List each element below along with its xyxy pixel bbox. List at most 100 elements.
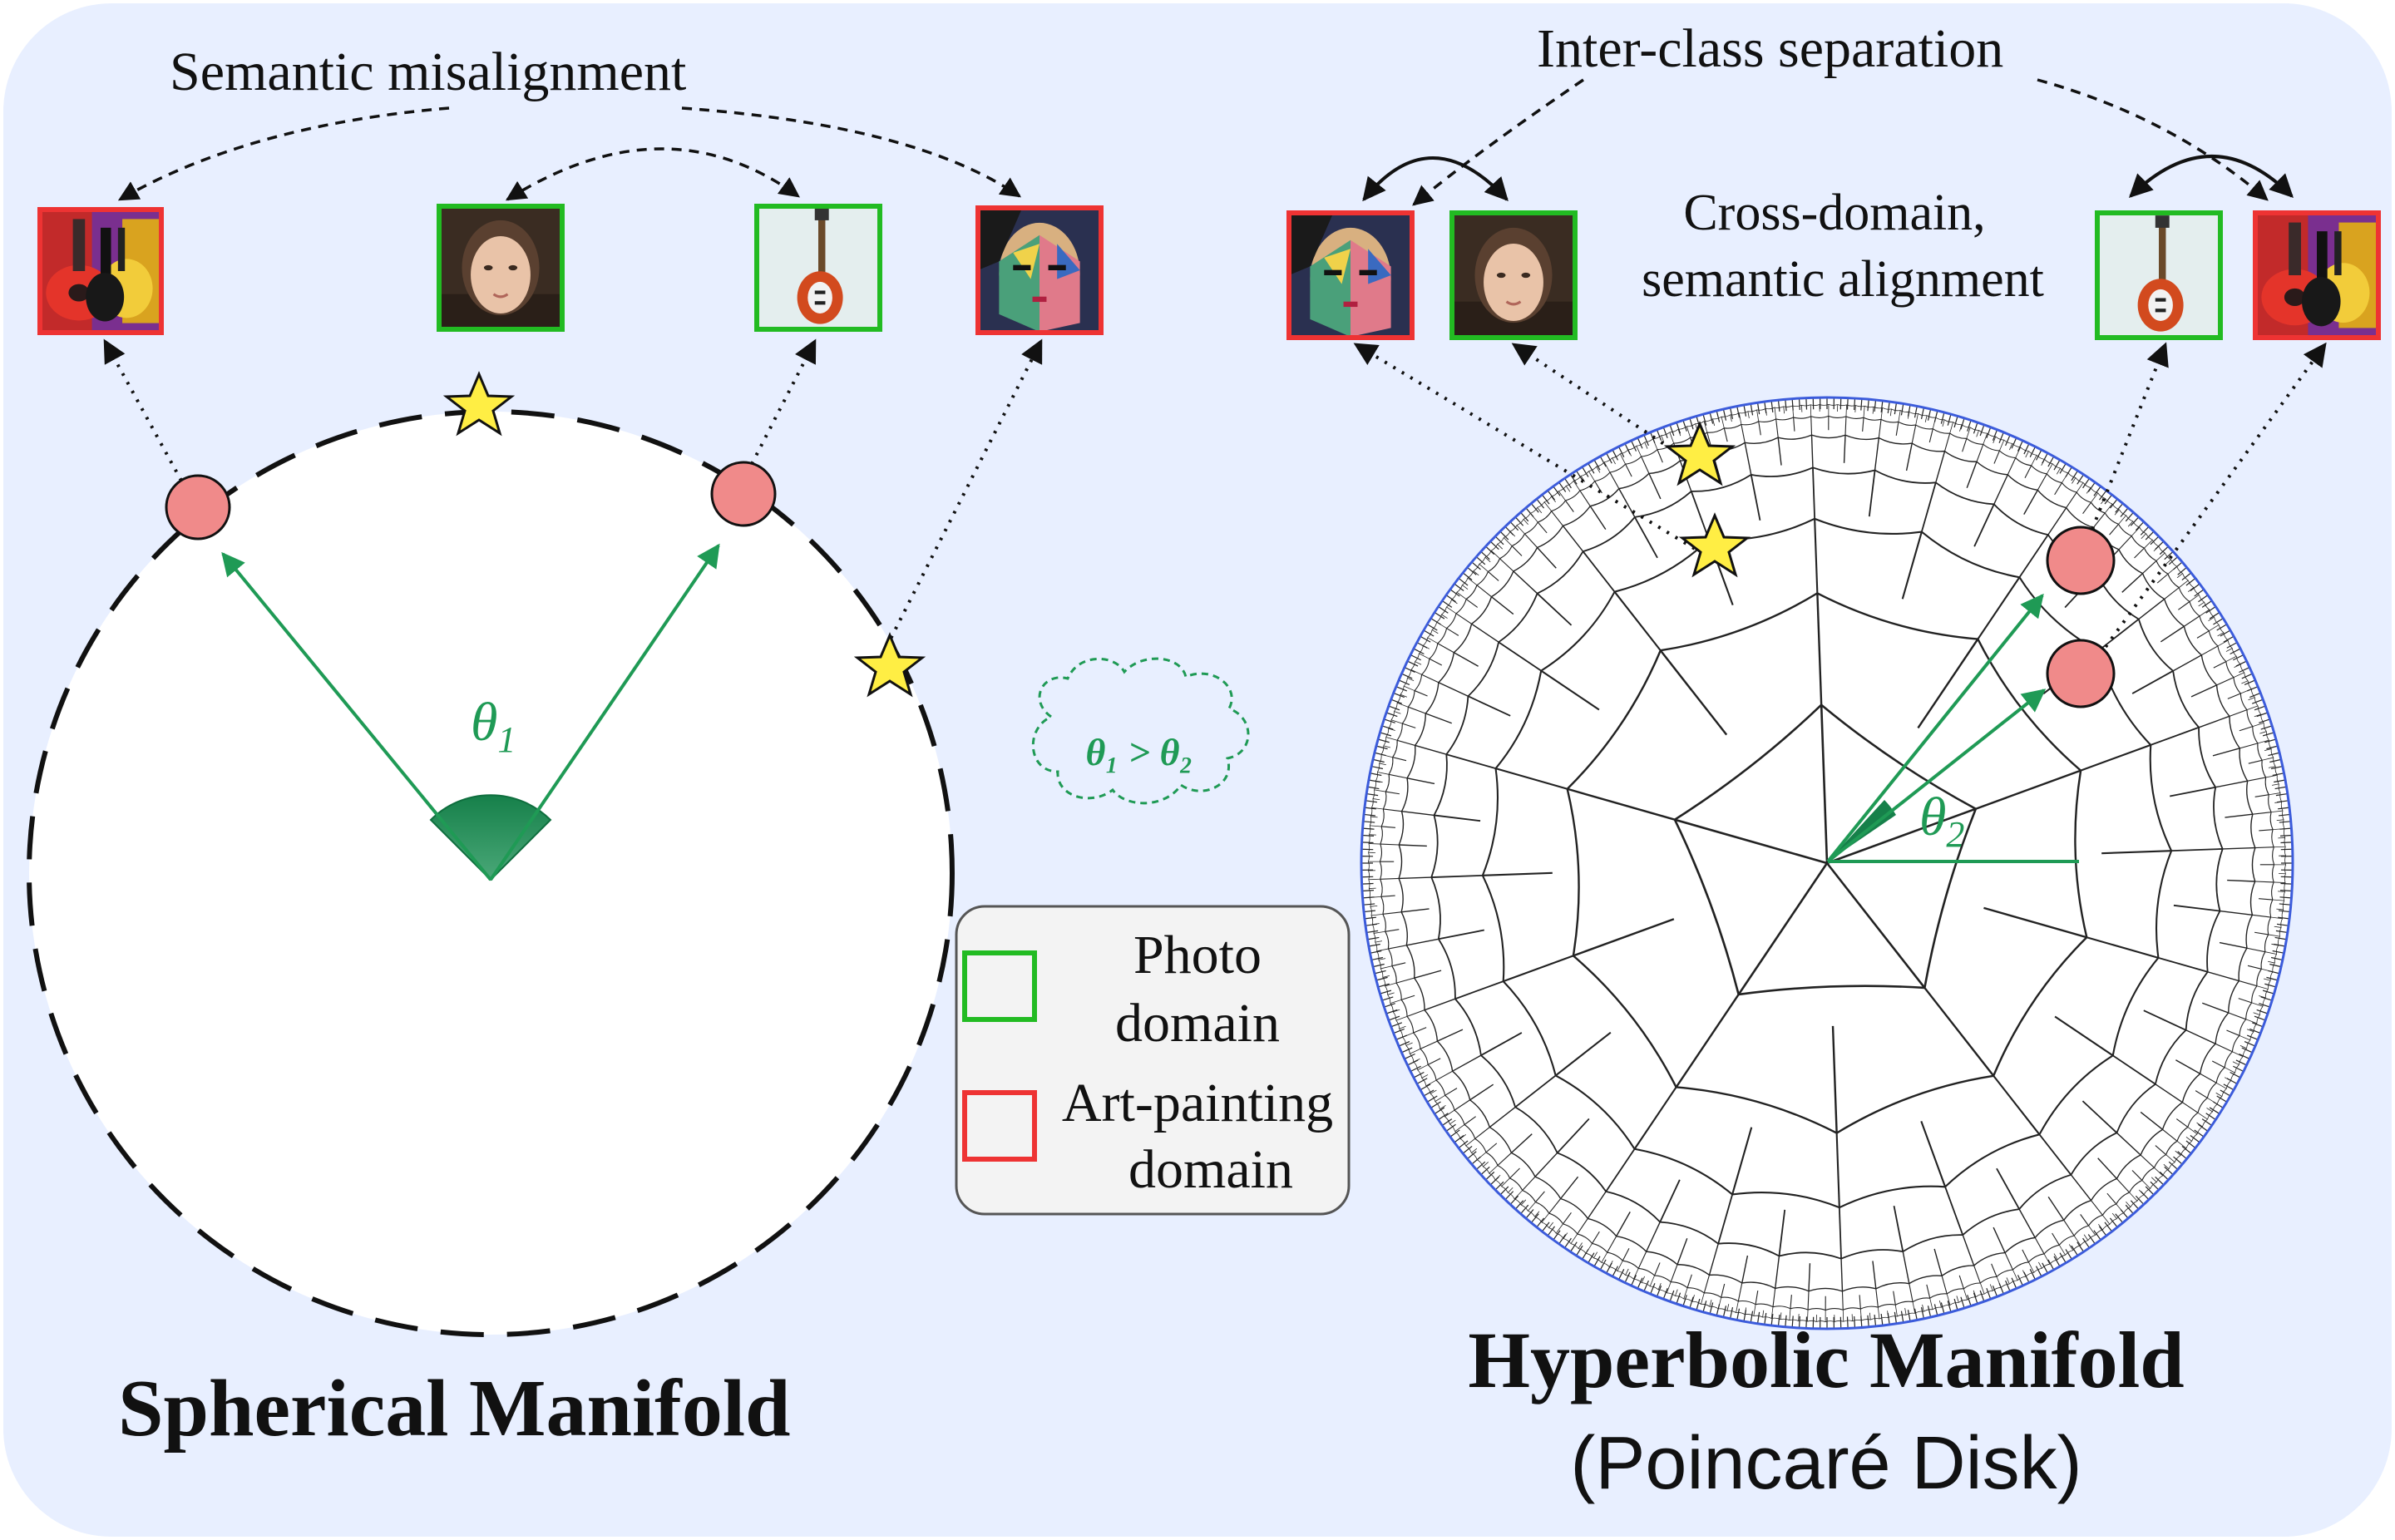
tiling-edge [1810, 415, 1830, 418]
tiling-edge [1434, 1107, 1445, 1114]
tiling-edge [2226, 1078, 2238, 1084]
tiling-edge [1576, 1245, 1583, 1256]
tiling-edge [1898, 410, 1901, 422]
tiling-edge [2220, 629, 2231, 637]
tiling-edge [1446, 613, 1457, 629]
tiling-edge [1807, 1307, 1826, 1311]
tiling-edge [1872, 407, 1874, 414]
tiling-edge [1603, 462, 1611, 473]
tiling-edge [1388, 705, 1400, 711]
tiling-edge [2007, 474, 2038, 491]
tiling-edge [2059, 1252, 2067, 1264]
tiling-edge [2154, 1167, 2164, 1177]
tiling-edge [1429, 643, 1439, 659]
tiling-edge [2269, 971, 2274, 981]
tiling-edge [2120, 1209, 2129, 1219]
tiling-edge [1998, 432, 2004, 444]
tiling-edge [1702, 1301, 1707, 1312]
tiling-edge [1993, 936, 2088, 1077]
tiling-edge [1709, 1300, 1712, 1307]
tiling-edge [1712, 416, 1722, 420]
tiling-edge [2251, 847, 2256, 882]
tiling-edge [1686, 1274, 1692, 1288]
tiling-edge [2082, 1237, 2090, 1249]
tiling-edge [1401, 908, 1430, 913]
tiling-edge [2198, 1123, 2209, 1132]
tiling-edge [1702, 414, 1707, 426]
tiling-edge [1743, 404, 1747, 417]
tiling-edge [1812, 467, 1816, 519]
tiling-edge [1932, 1306, 1942, 1310]
tiling-edge [1676, 1238, 1688, 1265]
tiling-edge [2181, 572, 2192, 581]
tiling-edge [1772, 1306, 1791, 1310]
tiling-edge [1634, 516, 1658, 559]
tiling-edge [2172, 654, 2202, 672]
tiling-edge [2012, 1269, 2018, 1281]
tiling-edge [2076, 1241, 2085, 1252]
tiling-edge [1520, 1204, 1529, 1215]
tiling-edge [1509, 1195, 1519, 1205]
tiling-edge [1414, 674, 1423, 691]
tiling-edge [1622, 1247, 1630, 1261]
tiling-edge [2223, 1083, 2235, 1091]
tiling-edge [2233, 654, 2244, 661]
tiling-edge [1953, 422, 1962, 426]
tiling-edge [1637, 1251, 1647, 1269]
tiling-edge [2198, 727, 2216, 788]
tiling-edge [1490, 550, 1500, 560]
tiling-edge [2266, 745, 2279, 750]
tiling-edge [1372, 798, 1380, 801]
tiling-edge [2119, 509, 2126, 516]
tiling-edge [1605, 1190, 1661, 1223]
tiling-edge [2155, 850, 2173, 958]
tiling-edge [2248, 759, 2263, 764]
tiling-edge [2131, 1170, 2143, 1181]
tiling-edge [1841, 1291, 1844, 1310]
right-dotted-links [1353, 342, 2327, 649]
tiling-edge [2272, 950, 2284, 954]
tiling-edge [2279, 834, 2293, 837]
tiling-edge [1362, 827, 1375, 830]
tiling-edge [1998, 1282, 2004, 1295]
tiling-edge [1467, 577, 1478, 586]
tiling-edge [1860, 1306, 1879, 1310]
tiling-edge [1732, 1191, 1840, 1209]
tiling-edge [2165, 1154, 2175, 1162]
tiling-edge [2276, 775, 2279, 785]
tiling-edge [1537, 521, 1548, 534]
tiling-edge [2208, 630, 2219, 647]
tiling-edge [1975, 1293, 1985, 1298]
tiling-edge [2280, 842, 2293, 844]
tiling-edge [1922, 1304, 1924, 1312]
tiling-edge [1785, 1315, 1787, 1327]
tiling-edge [1536, 593, 1573, 626]
tiling-edge [1485, 1171, 1495, 1181]
tiling-edge [1755, 1303, 1774, 1308]
tiling-edge [1438, 652, 1455, 684]
tiling-edge [1380, 896, 1385, 915]
tiling-edge [1400, 693, 1407, 698]
sphere-dot-left [165, 474, 231, 540]
tiling-edge [1473, 570, 1479, 576]
tiling-edge [1454, 1109, 1465, 1125]
tiling-edge [1430, 1101, 1441, 1108]
tiling-edge [1967, 420, 1972, 432]
tiling-edge [1393, 1028, 1405, 1034]
tiling-edge [1558, 491, 1566, 501]
tiling-edge [2274, 943, 2286, 947]
tiling-edge [2155, 1083, 2183, 1103]
tiling-edge [2140, 526, 2150, 536]
tiling-edge [1521, 1204, 1528, 1212]
tiling-edge [1717, 1194, 1734, 1244]
tiling-edge [1387, 995, 1391, 1004]
tiling-edge [1962, 1208, 2020, 1236]
tiling-edge [1686, 423, 1696, 427]
tiling-edge [2035, 449, 2042, 461]
tiling-edge [1489, 1165, 1499, 1174]
guitar-painting-icon [2253, 210, 2381, 340]
tiling-edge [2101, 1203, 2116, 1216]
tiling-edge [2248, 697, 2255, 701]
tiling-edge [1785, 399, 1787, 412]
tiling-edge [1502, 980, 1557, 1076]
